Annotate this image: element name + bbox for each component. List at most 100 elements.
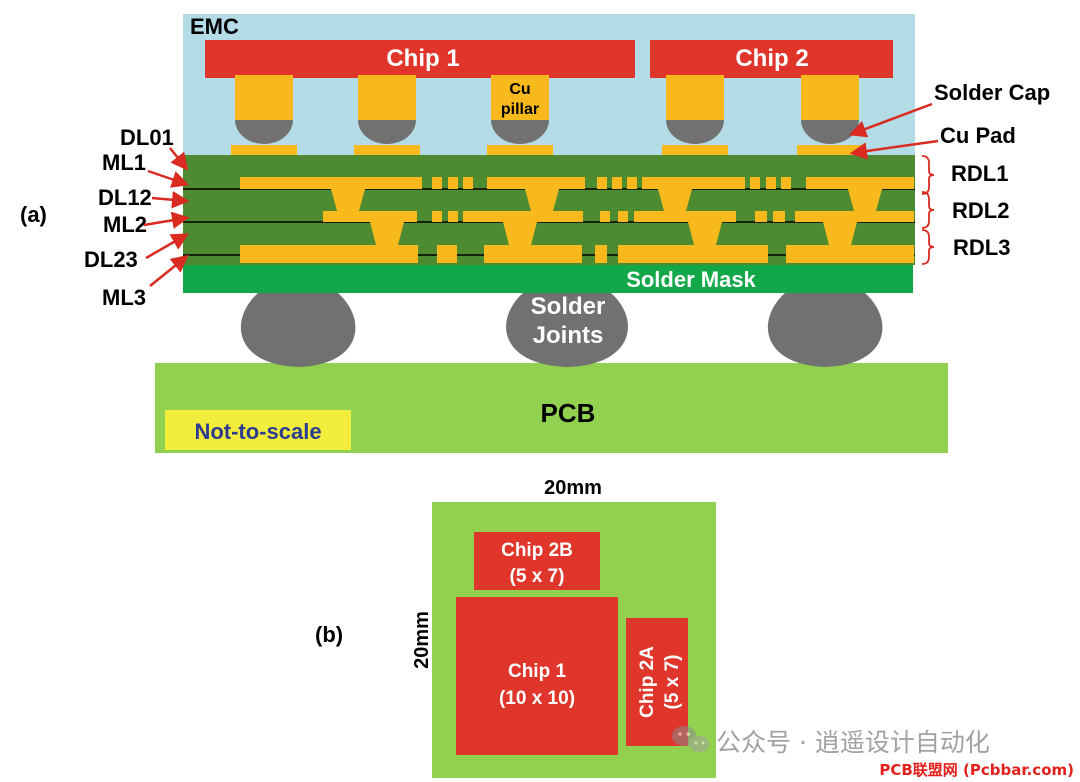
solder-cap-4 — [666, 120, 724, 144]
height-dimension-label: 20mm — [411, 611, 433, 669]
micro-bumps — [231, 75, 863, 177]
ml1-label: ML1 — [102, 150, 146, 175]
ml2-arrow — [143, 211, 190, 229]
emc-label: EMC — [190, 14, 239, 39]
cu-trace-13 — [806, 177, 914, 189]
cu-trace-23 — [795, 211, 914, 222]
cu-trace-3 — [448, 177, 458, 189]
solder-cap-3 — [491, 120, 549, 144]
solder-mask — [183, 265, 913, 293]
width-dimension-label: 20mm — [544, 477, 602, 499]
cu-pillar-5 — [801, 75, 859, 120]
chip-2-label: Chip 2 — [735, 45, 808, 72]
cu-pad-arrow — [849, 139, 939, 160]
dl01-arrow — [169, 147, 189, 171]
rdl-via-6 — [503, 222, 537, 245]
cu-trace-22 — [773, 211, 785, 222]
chip-2b-block — [474, 532, 600, 590]
cu-pillar-3 — [491, 75, 549, 120]
solder-cap-label: Solder Cap — [934, 80, 1050, 105]
chip-1 — [205, 40, 635, 78]
chip-1-name: Chip 1 — [508, 661, 566, 682]
cu-trace-16 — [448, 211, 458, 222]
cu-trace-25 — [437, 245, 457, 263]
rdl2-brace — [921, 191, 935, 229]
cu-trace-14 — [323, 211, 417, 222]
cu-trace-7 — [612, 177, 622, 189]
ml3-arrow — [149, 254, 189, 287]
panel-a-tag: (a) — [20, 202, 47, 227]
cu-trace-24 — [240, 245, 418, 263]
chip-1-label: Chip 1 — [386, 45, 459, 72]
cu-pad-3 — [487, 145, 553, 156]
cu-trace-20 — [634, 211, 736, 222]
rdl1-brace — [921, 155, 935, 195]
chip-2a-block — [626, 618, 688, 746]
solder-cap-arrow — [848, 102, 933, 138]
chip-2b-name: Chip 2B — [501, 540, 573, 561]
not-to-scale-note — [165, 410, 351, 450]
chip-2 — [650, 40, 893, 78]
solder-joints-label-1: Solder — [531, 293, 606, 320]
cu-pad-5 — [797, 145, 863, 156]
rdl-via-8 — [823, 222, 857, 245]
cu-pad-2 — [354, 145, 420, 156]
pcb-label: PCB — [541, 398, 596, 428]
rdl3-label: RDL3 — [953, 235, 1010, 260]
chip-2a-size: (5 x 7) — [662, 655, 683, 710]
panel-b-tag: (b) — [315, 622, 343, 647]
dl12-label: DL12 — [98, 185, 152, 210]
solder-cap-1 — [235, 120, 293, 144]
ml3-label: ML3 — [102, 285, 146, 310]
cu-pillar-label-1: Cu — [509, 81, 530, 98]
solder-cap-5 — [801, 120, 859, 144]
cu-pillar-label-2: pillar — [501, 101, 539, 118]
cu-pad-1 — [231, 145, 297, 156]
cu-trace-17 — [463, 211, 583, 222]
rdl-via-3 — [658, 189, 692, 211]
cu-trace-5 — [487, 177, 585, 189]
dl23-label: DL23 — [84, 247, 138, 272]
cu-trace-27 — [595, 245, 607, 263]
cu-trace-18 — [600, 211, 610, 222]
cu-trace-11 — [766, 177, 776, 189]
cu-trace-6 — [597, 177, 607, 189]
rdl3-brace — [921, 229, 935, 265]
cu-pad-label: Cu Pad — [940, 123, 1016, 148]
cu-pillar-2 — [358, 75, 416, 120]
chip-2a-name: Chip 2A — [637, 646, 658, 718]
cu-trace-28 — [618, 245, 768, 263]
cu-trace-21 — [755, 211, 767, 222]
cu-trace-29 — [786, 245, 914, 263]
rdl1-label: RDL1 — [951, 161, 1008, 186]
solder-joints-label-2: Joints — [533, 322, 604, 349]
chip-1-block — [456, 597, 618, 755]
chip-2b-size: (5 x 7) — [510, 566, 565, 587]
rdl2-label: RDL2 — [952, 198, 1009, 223]
solder-joint-right — [767, 293, 883, 367]
cu-trace-1 — [240, 177, 422, 189]
cu-trace-9 — [642, 177, 745, 189]
chip-1-size: (10 x 10) — [499, 688, 575, 709]
cu-trace-15 — [432, 211, 442, 222]
cu-trace-12 — [781, 177, 791, 189]
cu-pad-4 — [662, 145, 728, 156]
solder-joint-center — [506, 293, 628, 367]
ml2-label: ML2 — [103, 212, 147, 237]
rdl-via-7 — [688, 222, 722, 245]
solder-mask-label: Solder Mask — [626, 267, 756, 292]
cu-trace-4 — [463, 177, 473, 189]
cu-trace-10 — [750, 177, 760, 189]
wechat-watermark: 公众号 · 逍遥设计自动化 — [716, 728, 990, 757]
solder-cap-2 — [358, 120, 416, 144]
cu-trace-19 — [618, 211, 628, 222]
solder-joint-left — [240, 293, 356, 367]
dl12-arrow — [151, 191, 190, 209]
not-to-scale-label: Not-to-scale — [194, 419, 321, 444]
cu-trace-26 — [484, 245, 582, 263]
rdl-via-4 — [848, 189, 882, 211]
cu-pillar-4 — [666, 75, 724, 120]
rdl-via-2 — [525, 189, 559, 211]
site-watermark: PCB联盟网 (Pcbbar.com) — [879, 761, 1074, 779]
